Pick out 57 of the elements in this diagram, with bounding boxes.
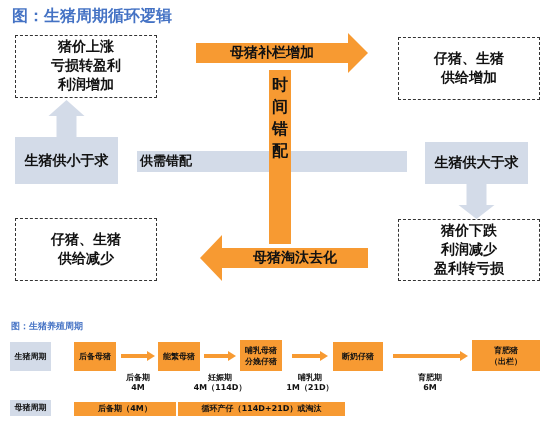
box-text: 母猪周期 xyxy=(14,403,46,413)
edge-label: 后备期 4M xyxy=(125,373,151,393)
box-text: 供给减少 xyxy=(58,250,114,268)
dashed-box xyxy=(398,219,540,281)
arrow xyxy=(204,351,236,361)
box-text: 能繁母猪 xyxy=(163,352,195,362)
box-text: （出栏） xyxy=(490,356,522,366)
box-text: 分娩仔猪 xyxy=(245,356,277,366)
arrow xyxy=(393,351,468,361)
stage-box xyxy=(178,402,345,416)
edge-label: 育肥期 6M xyxy=(417,373,443,393)
dashed-box xyxy=(15,218,157,281)
edge-label: 哺乳期 1M（21D） xyxy=(285,373,335,393)
subtitle: 图：生猪养殖周期 xyxy=(11,320,83,333)
title: 图：生猪周期循环逻辑 xyxy=(12,6,172,27)
block-arrow xyxy=(48,100,84,137)
vertical-bar xyxy=(269,70,291,244)
box-text: 猪价上涨 xyxy=(58,38,114,57)
box-text: 亏损转盈利 xyxy=(51,57,121,76)
block-arrow xyxy=(200,235,368,281)
box-text: 利润减少 xyxy=(441,240,497,260)
box-text: 生猪周期 xyxy=(14,352,46,362)
box-text: 供需错配 xyxy=(140,154,192,170)
stage-box xyxy=(333,342,383,371)
box-text: 育肥猪 xyxy=(494,344,518,356)
box-text: 仔猪、生猪 xyxy=(51,230,121,250)
label-box xyxy=(10,400,51,416)
block-arrow xyxy=(458,184,494,219)
dashed-box xyxy=(15,35,157,98)
stage-box xyxy=(240,340,282,371)
box-text: 仔猪、生猪 xyxy=(434,50,504,68)
arrow xyxy=(292,351,328,361)
label-box xyxy=(10,342,51,371)
stage-box xyxy=(472,340,540,371)
box-text: 断奶仔猪 xyxy=(342,352,374,362)
arrow xyxy=(121,351,155,361)
edge-label: 母猪淘汰去化 xyxy=(252,249,338,267)
box-text: 盈利转亏损 xyxy=(434,260,504,278)
box-text: 生猪供大于求 xyxy=(434,154,518,172)
box-text: 利润增加 xyxy=(58,76,114,95)
box-text: 生猪供小于求 xyxy=(24,152,108,170)
stage-box xyxy=(74,402,176,416)
dashed-box xyxy=(398,37,540,100)
edge-label: 妊娠期 4M（114D） xyxy=(192,373,248,393)
stage-box xyxy=(158,342,200,371)
box-text: 供给增加 xyxy=(441,68,497,88)
block-arrow xyxy=(196,33,368,73)
box-text: 猪价下跌 xyxy=(441,222,497,240)
label-box xyxy=(425,142,528,184)
box-text: 后备母猪 xyxy=(79,352,111,362)
box-text: 时间错配 xyxy=(272,74,288,162)
label-box xyxy=(15,137,118,184)
box-text: 后备期（4M） xyxy=(98,404,152,414)
box-text: 循环产仔（114D+21D）或淘汰 xyxy=(202,404,322,414)
box-text: 哺乳母猪 xyxy=(245,344,277,356)
edge-label: 母猪补栏增加 xyxy=(229,44,315,62)
stage-box xyxy=(74,342,116,371)
